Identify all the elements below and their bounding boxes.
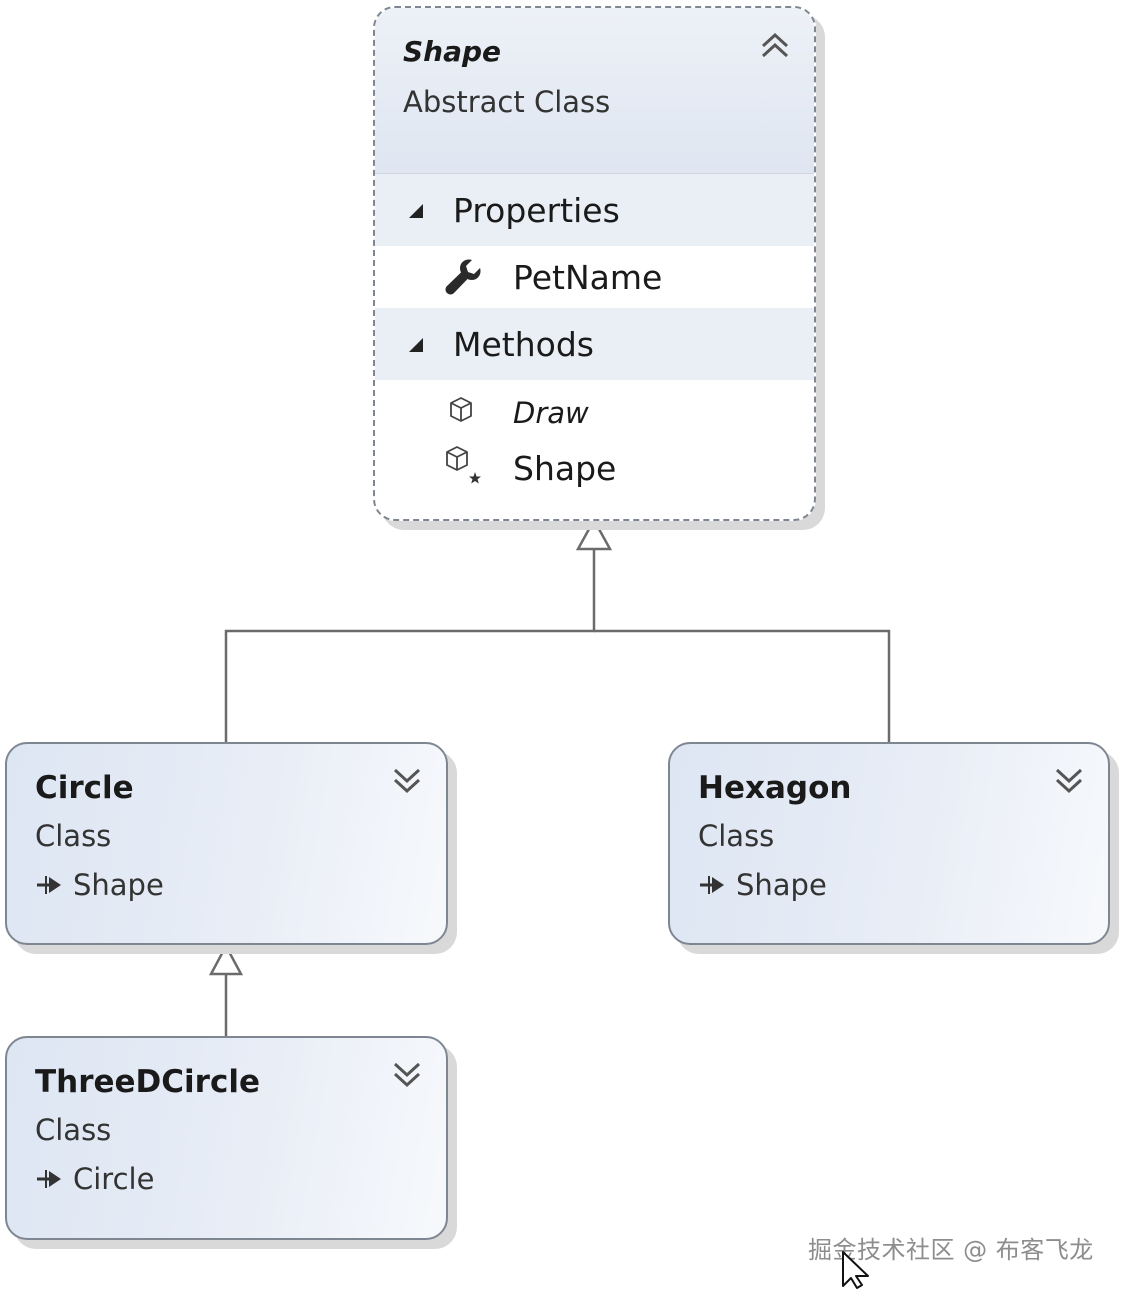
mouse-cursor-icon [842,1251,869,1289]
expand-chevron-down-icon[interactable] [390,1058,424,1092]
class-box-hexagon[interactable]: Hexagon Class Shape [668,742,1110,945]
section-title-methods: Methods [453,324,594,364]
member-row-draw[interactable]: Draw [375,380,814,442]
class-header-threedcircle: ThreeDCircle Class Circle [7,1038,446,1199]
inheritance-arrowhead-circle [208,943,244,976]
class-header-shape: Shape Abstract Class [375,8,814,174]
collapse-chevron-up-icon[interactable] [758,28,792,62]
class-kind-shape: Abstract Class [403,85,611,119]
class-name-shape: Shape [403,35,502,68]
class-base-circle: Shape [35,865,446,905]
watermark-text: 掘金技术社区 @ 布客飞龙 [808,1236,1094,1264]
member-name-petname: PetName [513,257,663,297]
inherits-arrow-icon [37,1170,61,1188]
inherits-arrow-icon [700,876,724,894]
method-cube-icon [450,397,472,422]
expand-chevron-down-icon[interactable] [390,764,424,798]
connector-hexagon-to-shape [594,629,891,742]
class-box-threedcircle[interactable]: ThreeDCircle Class Circle [5,1036,448,1240]
class-box-shape[interactable]: Shape Abstract Class Properties PetName … [373,6,816,521]
section-header-properties[interactable]: Properties [375,174,814,246]
class-base-threedcircle: Circle [35,1159,446,1199]
section-title-properties: Properties [453,190,620,230]
inheritance-arrowhead-shape [575,517,613,551]
class-base-name-hexagon: Shape [736,868,827,902]
class-header-hexagon: Hexagon Class Shape [670,744,1108,905]
member-name-shape-constructor: Shape [513,448,617,488]
class-box-circle[interactable]: Circle Class Shape [5,742,448,945]
class-kind-hexagon: Class [698,819,775,853]
section-expanded-triangle-icon [409,204,423,218]
constructor-cube-star-icon [446,446,481,484]
class-kind-circle: Class [35,819,112,853]
expand-chevron-down-icon[interactable] [1052,764,1086,798]
wrench-property-icon [445,259,481,295]
section-expanded-triangle-icon [409,338,423,352]
class-name-threedcircle: ThreeDCircle [35,1064,260,1100]
class-base-name-circle: Shape [73,868,164,902]
section-header-methods[interactable]: Methods [375,308,814,380]
class-kind-threedcircle: Class [35,1113,112,1147]
inherits-arrow-icon [37,876,61,894]
class-base-name-threedcircle: Circle [73,1162,155,1196]
connector-circle-to-shape [224,549,596,742]
member-name-draw: Draw [513,396,589,430]
class-base-hexagon: Shape [698,865,1108,905]
class-header-circle: Circle Class Shape [7,744,446,905]
class-name-hexagon: Hexagon [698,770,852,806]
class-name-circle: Circle [35,770,134,806]
member-row-shape-constructor[interactable]: Shape [375,442,814,494]
member-row-petname[interactable]: PetName [375,246,814,308]
